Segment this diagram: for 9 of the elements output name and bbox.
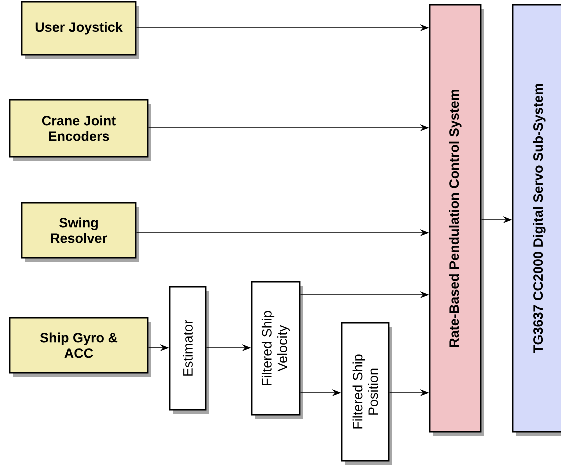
input-box: Crane Joint Encoders [9,99,151,161]
process-box: Filtered Ship Position [341,322,392,465]
input-box: User Joystick [21,1,139,59]
input-box: Swing Resolver [21,202,139,262]
input-box: Ship Gyro & ACC [9,317,151,377]
system-block: TG3637 CC2000 Digital Servo Sub-System [512,4,561,436]
process-box: Estimator [169,286,209,414]
system-block: Rate-Based Pendulation Control System [429,4,484,436]
process-box: Filtered Ship Velocity [251,281,303,419]
